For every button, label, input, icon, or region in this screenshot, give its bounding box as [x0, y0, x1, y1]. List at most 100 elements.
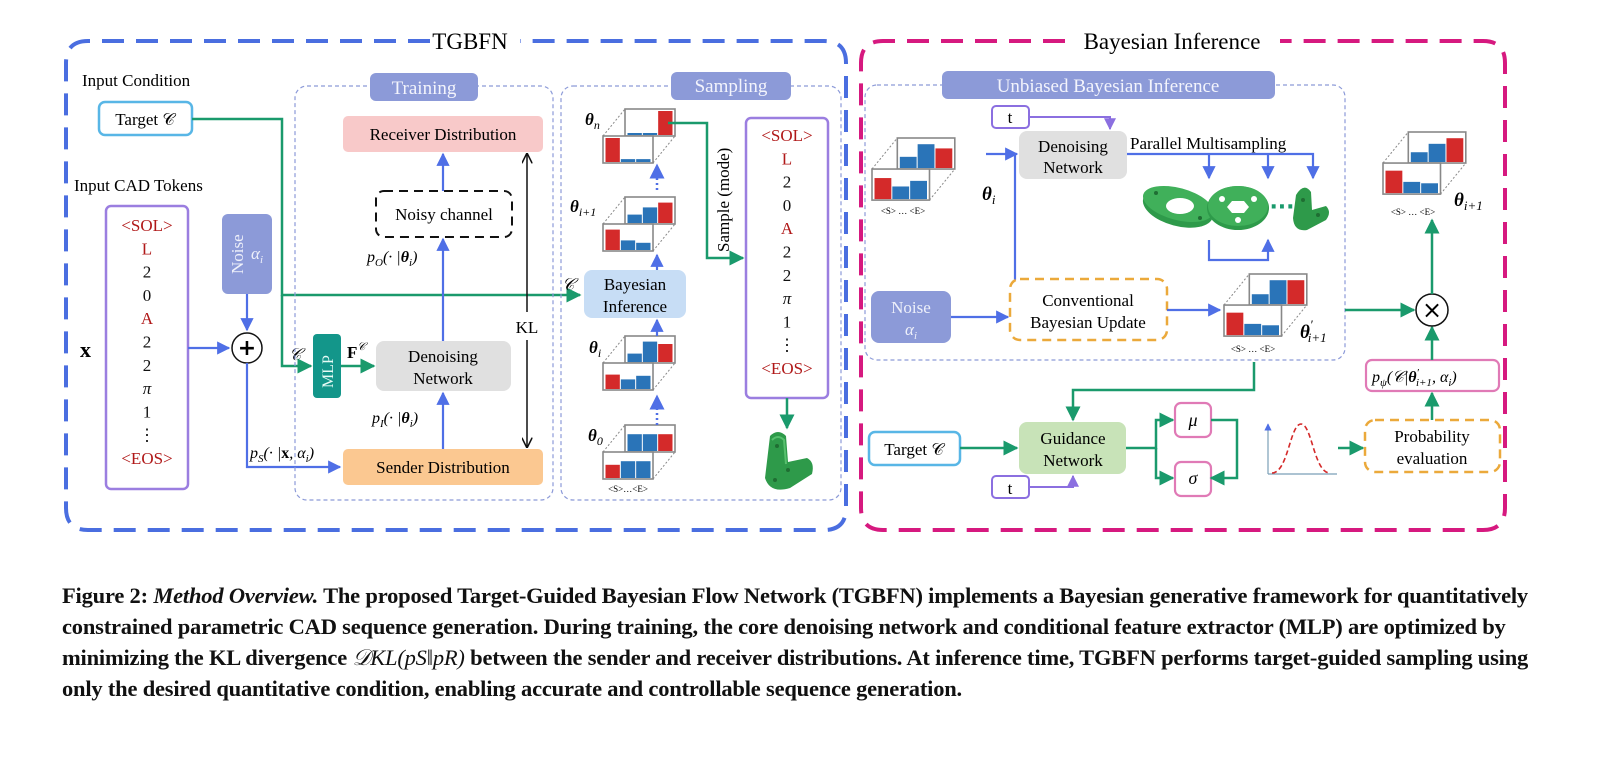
probability-bar	[1226, 312, 1244, 336]
training-title: Training	[392, 78, 457, 99]
token-item: π	[783, 289, 792, 308]
bayesian-title: Bayesian Inference	[1084, 29, 1261, 54]
theta-i-plus-1-distribution	[602, 196, 676, 252]
tgbfn-frame	[64, 39, 848, 532]
probability-bar	[605, 464, 620, 478]
panel-connector	[652, 223, 676, 252]
probability-bar	[620, 379, 636, 389]
probability-bar	[642, 434, 658, 451]
probability-bar	[605, 138, 620, 162]
bayesian-inference-block	[584, 270, 686, 318]
probability-bar	[620, 461, 636, 478]
plus-symbol: +	[238, 336, 256, 361]
training-panel	[294, 85, 554, 501]
theta-0-label: θ0	[588, 426, 603, 448]
probability-bar	[1244, 323, 1262, 336]
panel-connector	[929, 168, 956, 201]
probability-bar	[1262, 325, 1279, 336]
probability-bar	[892, 186, 910, 200]
method-overview-diagram: TGBFN Bayesian Inference Input Condition…	[64, 29, 1507, 532]
probability-bar	[935, 148, 953, 169]
probability-bar	[636, 159, 651, 162]
probability-bar	[874, 178, 892, 200]
prob-line1: Probability	[1394, 427, 1470, 446]
token-item: <EOS>	[121, 449, 172, 468]
token-item: 2	[143, 356, 152, 375]
token-item: 2	[143, 333, 152, 352]
sampling-axis-label: <S>…<E>	[608, 484, 648, 494]
probability-bar	[605, 374, 620, 389]
cad-sample-2	[1207, 186, 1269, 230]
probability-bar	[899, 156, 917, 169]
receiver-distribution-box	[343, 116, 543, 152]
noise-alpha: αi	[251, 244, 263, 266]
sender-distribution-label: Sender Distribution	[376, 458, 510, 477]
mu-label: μ	[1187, 410, 1197, 430]
token-item: 0	[783, 196, 792, 215]
bayes-noise-label: Noise	[891, 298, 931, 317]
p-psi-label: pψ(𝒞|θ′i+1, αi)	[1371, 367, 1457, 389]
panel-connector	[871, 137, 898, 170]
theta-0-distribution	[602, 424, 676, 480]
probability-bar	[642, 341, 658, 362]
probability-bar	[620, 240, 636, 250]
bayes-theta-i-label: θi	[982, 184, 996, 207]
unbiased-title: Unbiased Bayesian Inference	[997, 76, 1220, 97]
condition-to-mlp-arrow	[280, 295, 313, 374]
probability-bar	[636, 461, 651, 478]
probability-bar	[642, 207, 658, 223]
bayes-denoising-network-box	[1019, 131, 1127, 179]
token-item: <EOS>	[761, 359, 812, 378]
panel-connector	[1440, 162, 1467, 195]
panel-connector	[602, 108, 626, 137]
samples-merge-line	[1207, 238, 1275, 262]
token-item: A	[141, 309, 154, 328]
panel-connector	[652, 451, 676, 480]
token-item: ⋮	[139, 426, 156, 445]
bayesian-inference-line2: Inference	[603, 297, 667, 316]
c-symbol-bayes: 𝒞	[562, 275, 579, 294]
panel-connector	[1281, 304, 1308, 337]
unbiased-title-badge	[942, 71, 1275, 99]
probability-bar	[627, 133, 642, 135]
probability-bar	[658, 434, 673, 451]
sampling-title-badge	[671, 72, 791, 100]
po-label: pO(· |θi)	[366, 249, 417, 269]
theta-next-label: θi+1	[1454, 190, 1483, 213]
ps-label: pS(· |x, αi)	[249, 445, 314, 465]
guidance-to-mu-arrow	[1126, 412, 1175, 450]
probability-bar	[658, 111, 673, 135]
t-to-guidance-arrow	[1029, 474, 1079, 488]
probability-bar	[1421, 183, 1438, 194]
probability-bar	[658, 344, 673, 362]
receiver-distribution-label: Receiver Distribution	[370, 125, 517, 144]
probability-bar	[1251, 294, 1269, 305]
token-item: 2	[783, 173, 792, 192]
input-condition-label: Input Condition	[82, 71, 191, 90]
theta-next-distribution	[1382, 131, 1467, 195]
probability-bar	[658, 202, 673, 223]
denoising-network-box	[376, 341, 511, 391]
bayes-target-label: Target 𝒞	[884, 440, 945, 459]
probability-bar	[627, 434, 642, 451]
training-title-badge	[370, 73, 478, 101]
probability-bar	[605, 229, 620, 250]
fc-label: F𝒞	[347, 341, 368, 362]
cad-model-output	[765, 432, 813, 490]
guidance-line1: Guidance	[1040, 429, 1105, 448]
bayes-noise-block	[871, 291, 951, 343]
tgbfn-title: TGBFN	[432, 29, 508, 54]
denoising-network-line1: Denoising	[408, 347, 478, 366]
panel-connector	[1223, 273, 1250, 306]
probability-bar	[1410, 152, 1428, 163]
guidance-line2: Network	[1043, 451, 1103, 470]
probability-bar	[1269, 280, 1287, 305]
token-item: L	[782, 149, 792, 168]
prob-line2: evaluation	[1397, 449, 1468, 468]
add-to-sender-arrow	[245, 363, 342, 474]
probability-bar	[642, 133, 658, 135]
probability-evaluation-box	[1363, 418, 1502, 474]
target-condition-label: Target 𝒞	[115, 110, 176, 129]
token-item: 2	[783, 266, 792, 285]
